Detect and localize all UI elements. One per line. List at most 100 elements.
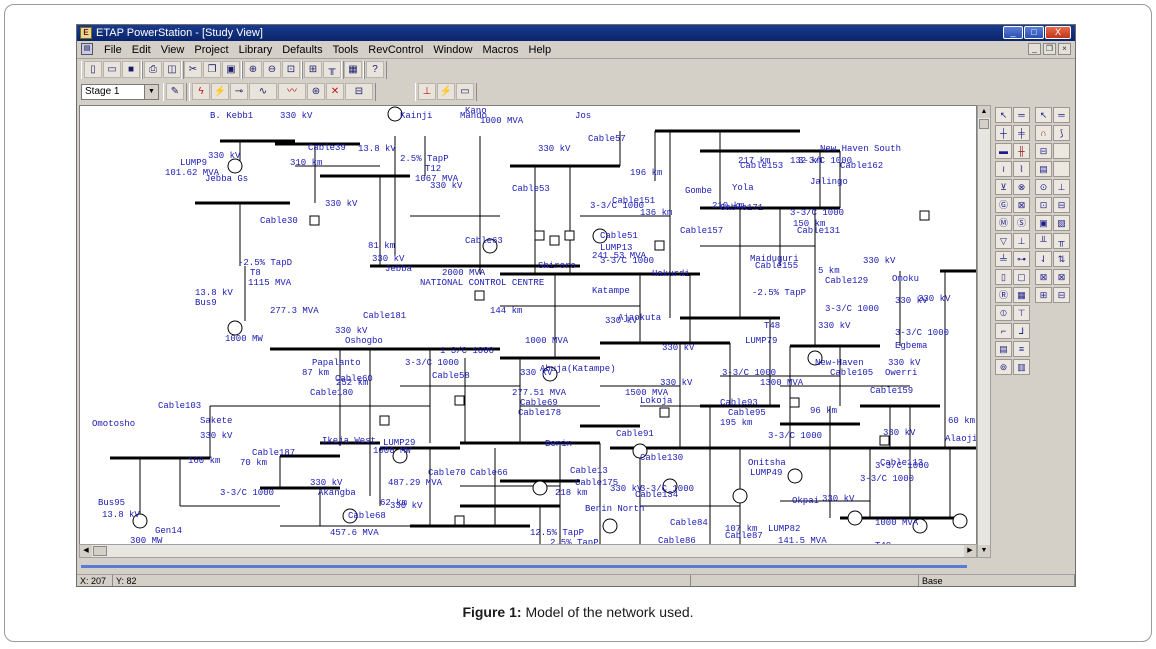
- rating-label[interactable]: 330 kV: [325, 199, 358, 209]
- bus-label[interactable]: Abuja(Katampe): [540, 364, 616, 374]
- rating-label[interactable]: -2.5% TapD: [238, 258, 293, 268]
- cable-label[interactable]: Cable69: [520, 398, 558, 408]
- paste-icon[interactable]: ▣: [222, 61, 240, 78]
- utility-icon[interactable]: ⊠: [1013, 197, 1030, 213]
- bus-label[interactable]: B. Kebb1: [210, 111, 254, 121]
- rating-label[interactable]: 330 kV: [335, 326, 368, 336]
- bus-label[interactable]: Sakete: [200, 416, 233, 426]
- rating-label[interactable]: 3-3/C 1000: [405, 358, 460, 368]
- load-label[interactable]: LUMP29: [383, 438, 416, 448]
- rating-label[interactable]: 3-3/C 1000: [798, 156, 853, 166]
- contact-icon[interactable]: ⅃: [1013, 323, 1030, 339]
- inverter-icon[interactable]: ⊡: [1035, 197, 1052, 213]
- dc-switch-icon[interactable]: ⇃: [1035, 251, 1052, 267]
- load-label[interactable]: 101.62 MVA: [165, 168, 220, 178]
- transformer-3w-icon[interactable]: ⊗: [1013, 179, 1030, 195]
- rating-label[interactable]: 2.5% TapP: [550, 538, 599, 548]
- bus-label[interactable]: Jebba Gs: [205, 174, 249, 184]
- new-file-icon[interactable]: ▯: [84, 61, 102, 78]
- harmonic-icon[interactable]: ∿: [249, 83, 277, 100]
- rating-label[interactable]: 330 kV: [662, 343, 695, 353]
- cable-label[interactable]: Cable162: [840, 161, 884, 171]
- zoom-fit-icon[interactable]: ⊡: [282, 61, 300, 78]
- open-folder-icon[interactable]: ▭: [103, 61, 121, 78]
- bus-label[interactable]: Katampe: [592, 286, 630, 296]
- rating-label[interactable]: 196 km: [630, 168, 663, 178]
- rating-label[interactable]: 1000 MVA: [525, 336, 569, 346]
- mdi-restore-icon[interactable]: ❐: [1043, 43, 1056, 55]
- close-button[interactable]: X: [1045, 26, 1071, 39]
- rating-label[interactable]: 1115 MVA: [248, 278, 292, 288]
- scroll-up-icon[interactable]: ▲: [978, 106, 990, 118]
- rating-label[interactable]: 218 km: [555, 488, 588, 498]
- cable-label[interactable]: Cable87: [725, 531, 763, 541]
- rating-label[interactable]: 330 kV: [895, 296, 928, 306]
- rating-label[interactable]: 300 MW: [130, 536, 163, 546]
- transient-stability-icon[interactable]: 〰: [278, 83, 306, 100]
- cable-label[interactable]: Cable130: [640, 453, 684, 463]
- menu-project[interactable]: Project: [194, 44, 229, 56]
- induction-motor-icon[interactable]: Ⓜ: [995, 215, 1012, 231]
- pointer-icon[interactable]: ↖: [995, 107, 1012, 123]
- align-icon[interactable]: ╥: [323, 61, 341, 78]
- load-label[interactable]: LUMP49: [750, 468, 783, 478]
- bus-label[interactable]: Benin North: [585, 504, 645, 514]
- help-icon[interactable]: ?: [366, 61, 384, 78]
- cable-label[interactable]: Cable153: [740, 161, 784, 171]
- zoom-out-icon[interactable]: ⊖: [263, 61, 281, 78]
- bus-label[interactable]: Kainji: [400, 111, 433, 121]
- bus-label[interactable]: Papalanto: [312, 358, 361, 368]
- rating-label[interactable]: 330 kV: [372, 254, 405, 264]
- rating-label[interactable]: 3-3/C 1000: [825, 304, 880, 314]
- text-box-icon[interactable]: ≡: [1013, 341, 1030, 357]
- battery-sizing-icon[interactable]: ▭: [456, 83, 474, 100]
- rating-label[interactable]: 487.29 MVA: [388, 478, 443, 488]
- dc-breaker-icon[interactable]: ╥: [1053, 233, 1070, 249]
- rating-label[interactable]: 330 kV: [883, 428, 916, 438]
- rating-label[interactable]: 141.5 MVA: [778, 536, 827, 546]
- bus-node-icon[interactable]: ╪: [1013, 125, 1030, 141]
- menu-help[interactable]: Help: [528, 44, 552, 56]
- ct-icon[interactable]: ⦶: [995, 305, 1012, 321]
- rating-label[interactable]: 13.8 kV: [358, 144, 396, 154]
- meter-icon[interactable]: ▦: [1013, 287, 1030, 303]
- rating-label[interactable]: 62 km: [380, 498, 408, 508]
- dc-blank-icon[interactable]: [1053, 143, 1070, 159]
- menu-tools[interactable]: Tools: [332, 44, 359, 56]
- breaker-icon[interactable]: ▢: [1013, 269, 1030, 285]
- rating-label[interactable]: 1000 MW: [225, 334, 263, 344]
- cable-label[interactable]: Cable180: [310, 388, 354, 398]
- menu-macros[interactable]: Macros: [482, 44, 519, 56]
- rating-label[interactable]: 3-3/C 1000: [722, 368, 777, 378]
- rating-label[interactable]: 1067 MVA: [415, 174, 459, 184]
- bus-label[interactable]: Oshogbo: [345, 336, 383, 346]
- properties-icon[interactable]: ▦: [344, 61, 362, 78]
- rating-label[interactable]: T48: [764, 321, 781, 331]
- bus-label[interactable]: Alaoji: [945, 434, 977, 444]
- rating-label[interactable]: 3-3/C 1000: [600, 256, 655, 266]
- rating-label[interactable]: 210 km: [712, 201, 745, 211]
- cable-label[interactable]: Cable57: [588, 134, 626, 144]
- relay-icon[interactable]: Ⓡ: [995, 287, 1012, 303]
- menu-view[interactable]: View: [160, 44, 185, 56]
- menu-defaults[interactable]: Defaults: [282, 44, 323, 56]
- fuse-icon[interactable]: ▯: [995, 269, 1012, 285]
- cable-label[interactable]: Cable70: [428, 468, 466, 478]
- dc-load-icon[interactable]: ⊥: [1053, 179, 1070, 195]
- ups-icon[interactable]: ⊟: [1053, 197, 1070, 213]
- cable-label[interactable]: Cable103: [158, 401, 202, 411]
- grid-icon[interactable]: ⊞: [304, 61, 322, 78]
- bus-icon[interactable]: ═: [1013, 107, 1030, 123]
- cable-label[interactable]: Cable178: [518, 408, 562, 418]
- cable-label[interactable]: Cable159: [870, 386, 914, 396]
- cable-label[interactable]: Cable68: [348, 511, 386, 521]
- cable-label[interactable]: Cable187: [252, 448, 296, 458]
- rating-label[interactable]: 3-3/C 1000: [790, 208, 845, 218]
- capacitor-icon[interactable]: ╧: [995, 251, 1012, 267]
- rating-label[interactable]: 13.8 kV: [195, 288, 233, 298]
- mov-icon[interactable]: ⊶: [1013, 251, 1030, 267]
- load-flow-icon[interactable]: ϟ: [192, 83, 210, 100]
- minimize-button[interactable]: _: [1003, 26, 1023, 39]
- rating-label[interactable]: 3-3/C 1000: [590, 201, 645, 211]
- rating-label[interactable]: 330 kV: [605, 316, 638, 326]
